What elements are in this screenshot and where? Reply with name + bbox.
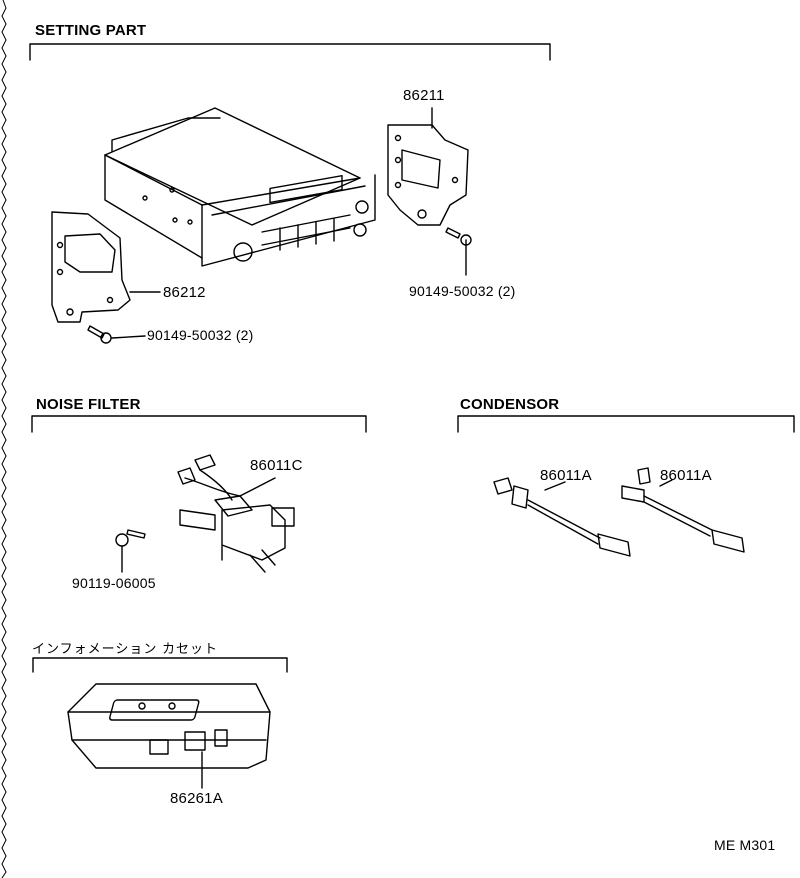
setting-part-title: SETTING PART: [35, 22, 147, 39]
condensor-bracket: [457, 415, 795, 433]
part-label-screw-left: 90149-50032 (2): [147, 327, 254, 343]
bracket-86211-drawing: [387, 107, 469, 276]
noise-filter-bracket: [31, 415, 367, 433]
part-label-86011a-left: 86011A: [540, 467, 592, 484]
noise-filter-title: NOISE FILTER: [36, 396, 141, 413]
part-label-screw-right: 90149-50032 (2): [409, 283, 516, 299]
page-edge: [1, 0, 7, 878]
noise-filter-screw-drawing: [115, 529, 146, 573]
part-label-90119-06005: 90119-06005: [72, 575, 156, 591]
screw-right-drawing: [445, 227, 472, 246]
radio-unit-drawing: [104, 107, 376, 267]
information-cassette-title: インフォメーション カセット: [32, 641, 218, 656]
drawing-code: ME M301: [714, 837, 776, 853]
noise-filter-drawing: [177, 454, 295, 573]
cassette-drawing: [67, 683, 271, 789]
setting-part-bracket: [29, 43, 551, 61]
screw-left-drawing: [87, 325, 146, 344]
condensor-left-drawing: [493, 477, 631, 557]
part-label-86011a-right: 86011A: [660, 467, 712, 484]
part-label-86211: 86211: [403, 87, 445, 104]
part-label-86212: 86212: [163, 284, 206, 301]
part-label-86261a: 86261A: [170, 790, 223, 807]
bracket-86212-drawing: [51, 211, 161, 323]
cassette-bracket: [32, 657, 288, 673]
condensor-title: CONDENSOR: [460, 396, 560, 413]
part-label-86011c: 86011C: [250, 457, 303, 474]
condensor-right-drawing: [621, 467, 745, 553]
